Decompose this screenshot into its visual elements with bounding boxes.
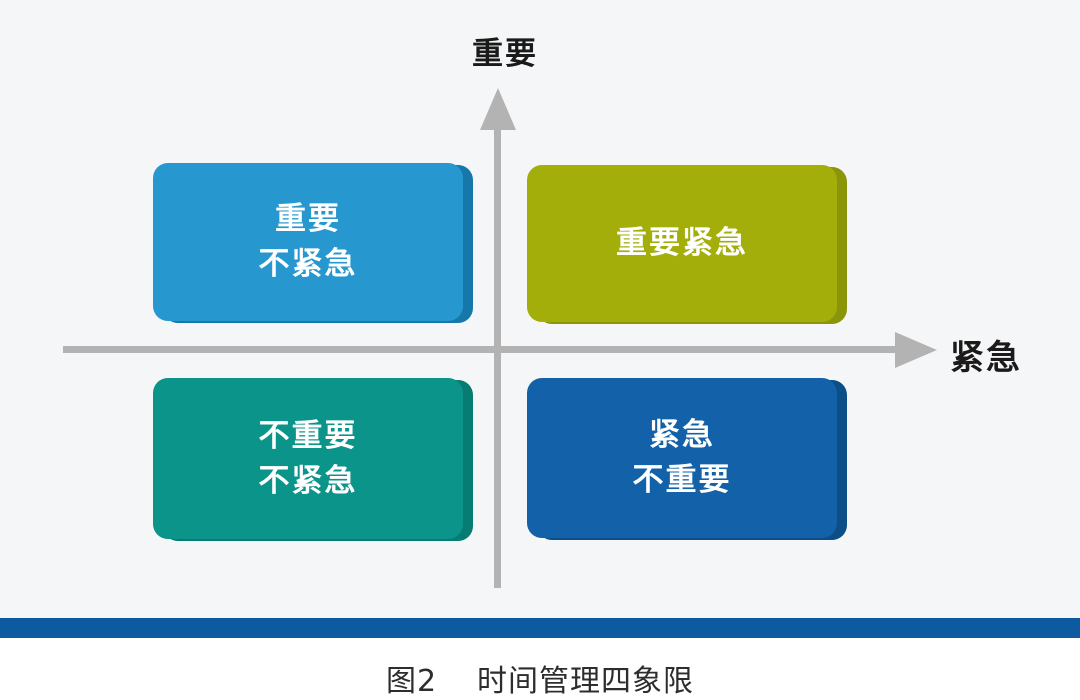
figure-title: 时间管理四象限: [477, 664, 695, 699]
arrow-up-icon: [480, 88, 516, 130]
quadrant-card-face: 重要 不紧急: [153, 163, 463, 321]
quadrant-not-important-not-urgent: 不重要 不紧急: [153, 378, 473, 541]
figure-caption: 图2 时间管理四象限: [0, 656, 1080, 700]
quadrant-label-line: 不重要: [632, 462, 732, 498]
quadrant-important-urgent: 重要紧急: [527, 165, 847, 324]
quadrant-label-line: 紧急: [649, 417, 715, 454]
quadrant-card-face: 紧急 不重要: [527, 378, 837, 538]
vertical-axis-line: [494, 122, 501, 588]
quadrant-label-line: 不紧急: [258, 246, 358, 282]
divider-bar: [0, 618, 1080, 638]
y-axis-label-important: 重要: [472, 36, 538, 72]
quadrant-card-face: 重要紧急: [527, 165, 837, 322]
quadrant-label-line: 不紧急: [258, 462, 358, 499]
quadrant-label-line: 不重要: [258, 417, 358, 454]
arrow-right-icon: [895, 332, 937, 368]
horizontal-axis-line: [63, 346, 895, 353]
x-axis-label-urgent: 紧急: [950, 338, 1022, 378]
quadrant-diagram: 重要 紧急 重要 不紧急 重要紧急 不重要 不紧急: [63, 36, 1022, 588]
quadrant-urgent-not-important: 紧急 不重要: [527, 378, 847, 540]
quadrant-important-not-urgent: 重要 不紧急: [153, 163, 473, 323]
quadrant-card-face: 不重要 不紧急: [153, 378, 463, 539]
quadrant-label-line: 重要: [275, 201, 341, 238]
quadrant-label-line: 重要紧急: [616, 225, 748, 262]
figure-number: 图2: [385, 664, 438, 699]
